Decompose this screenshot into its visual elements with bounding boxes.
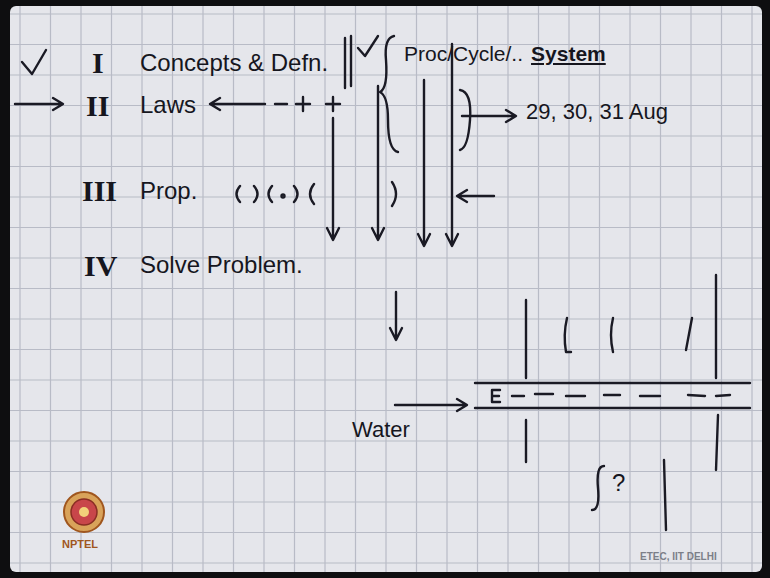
fluid-label: Water: [352, 418, 410, 442]
question-mark: ?: [612, 470, 625, 496]
grid-lines: [10, 6, 762, 572]
grid-line: [10, 349, 762, 350]
left-arrow: [210, 98, 265, 110]
grid-line: [10, 562, 762, 563]
bracket-scribbles: [237, 182, 397, 206]
handwriting-strokes: [15, 36, 750, 530]
water-dashes: [492, 390, 730, 402]
down-arrow: [418, 80, 430, 246]
topic-text: Solve Problem.: [140, 252, 303, 278]
pipe-walls: [475, 383, 750, 408]
grid-line: [10, 166, 762, 167]
plus-mark: [326, 97, 340, 111]
grid-line: [10, 532, 762, 533]
curly-brace: [380, 36, 398, 152]
left-arrow: [457, 190, 494, 202]
grid-line: [10, 471, 762, 472]
pointer-arrow: [15, 98, 63, 110]
grid-line: [10, 257, 762, 258]
roman-numeral: I: [92, 46, 104, 79]
grid-line: [10, 196, 762, 197]
dot-mark: [282, 195, 285, 198]
paper-ground: [10, 6, 762, 572]
heat-lines: [526, 275, 716, 378]
grid-line: [10, 13, 762, 14]
down-arrow: [390, 292, 402, 340]
double-bar: [345, 36, 351, 88]
topic-text: Concepts & Defn.: [140, 50, 328, 76]
grid-line: [10, 227, 762, 228]
heat-marks: [565, 318, 692, 352]
grid-line: [10, 501, 762, 502]
logo-ring: [64, 492, 104, 532]
minus-mark: [275, 103, 287, 105]
check-mark: [22, 50, 46, 74]
down-arrow: [372, 86, 384, 240]
watermark: ETEC, IIT DELHI: [640, 551, 717, 562]
plus-mark: [296, 97, 310, 111]
logo-text: NPTEL: [62, 538, 98, 550]
grid-line: [10, 410, 762, 411]
date-note: 29, 30, 31 Aug: [526, 100, 668, 124]
down-arrow: [446, 44, 458, 246]
logo-petals: [71, 499, 97, 525]
topic-text: Prop.: [140, 178, 197, 204]
grid-line: [10, 288, 762, 289]
note-text: System: [531, 42, 606, 65]
roman-numeral: III: [82, 174, 117, 207]
closing-brace: [460, 90, 470, 150]
grid-line: [10, 135, 762, 136]
grid-line: [10, 379, 762, 380]
grid-line: [10, 318, 762, 319]
inflow-arrow: [395, 399, 467, 411]
check-mark: [358, 36, 378, 56]
roman-numeral: IV: [84, 249, 117, 282]
nptel-logo: [64, 492, 104, 532]
down-arrow: [327, 118, 339, 240]
topic-text: Laws: [140, 92, 196, 118]
logo-core: [79, 507, 89, 517]
roman-numeral: II: [86, 89, 109, 122]
note-text: Proc/Cycle/..: [404, 42, 523, 65]
heat-lines: [526, 415, 718, 530]
